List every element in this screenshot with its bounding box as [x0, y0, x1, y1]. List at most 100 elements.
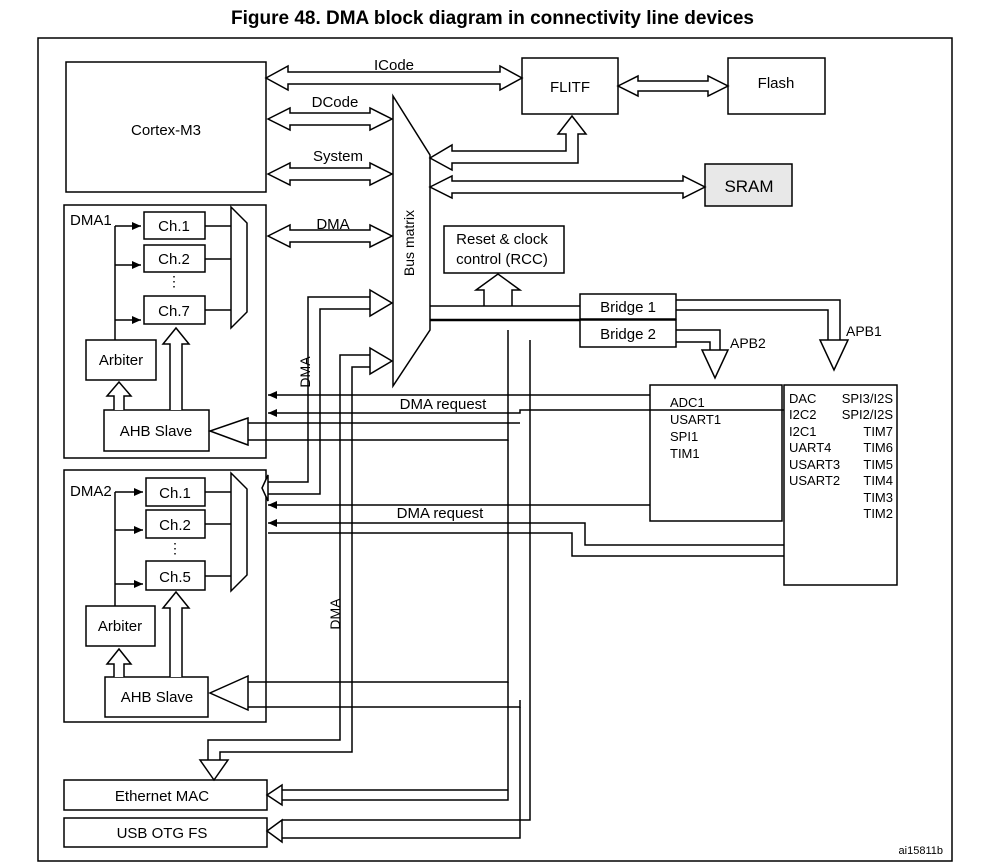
dma2-bus-ribbon-inner [268, 308, 370, 495]
dma2-label: DMA2 [70, 483, 112, 500]
ethernet-dma-ribbon-outer [207, 354, 370, 760]
cortex-m3-label: Cortex-M3 [131, 122, 201, 139]
bus-matrix-label: Bus matrix [401, 210, 417, 276]
icode-bus-arrow [264, 64, 524, 92]
apb1-periph-right-4: TIM5 [863, 457, 893, 472]
dma-request-label-1: DMA request [400, 396, 488, 413]
ethernet-dma-ribbon-inner [219, 366, 370, 760]
system-bus-arrow [266, 161, 394, 187]
apb1-periph-right-0: SPI3/I2S [842, 391, 894, 406]
dcode-bus-arrow [266, 106, 394, 132]
sram-bus-arrow [428, 174, 707, 200]
bus-arrows [264, 64, 730, 306]
apb1-peripherals-block: DAC I2C2 I2C1 UART4 USART3 USART2 SPI3/I… [783, 384, 898, 586]
apb1-label: APB1 [846, 323, 882, 339]
dma2-ahb-slave: AHB Slave [121, 689, 194, 706]
dcode-label: DCode [312, 94, 359, 111]
dma1-bus-arrow [266, 223, 394, 249]
rcc-block: Reset & clock control (RCC) [443, 225, 565, 274]
rcc-label-line1: Reset & clock [456, 231, 548, 248]
dma2-channel-5: Ch.5 [159, 569, 191, 586]
dma1-channel-7: Ch.7 [158, 303, 190, 320]
apb1-periph-left-2: I2C1 [789, 424, 816, 439]
apb1-periph-right-3: TIM6 [863, 440, 893, 455]
apb1-bus-head [818, 339, 850, 372]
ethernet-mac-block: Ethernet MAC [63, 779, 268, 811]
dma2-slave-to-arbiter-arrow [105, 647, 133, 677]
rcc-arrow [473, 273, 523, 306]
dma-request-lines [248, 330, 784, 839]
flash-block: Flash [727, 57, 826, 115]
rcc-label-line2: control (RCC) [456, 251, 548, 268]
dma2-channel-1: Ch.1 [159, 485, 191, 502]
ethernet-dma-head [369, 346, 394, 376]
dma1-ahb-slave-box [103, 409, 210, 452]
dma2-arbiter: Arbiter [98, 618, 142, 635]
dma1-ahb-slave: AHB Slave [120, 423, 193, 440]
bridge2-block: Bridge 2 [579, 319, 677, 348]
bus-matrix: Bus matrix [392, 93, 431, 389]
apb2-peripherals-block: ADC1 USART1 SPI1 TIM1 [649, 384, 783, 522]
dma2-arbiter-box [85, 605, 156, 647]
dma2-channel-2: Ch.2 [159, 517, 191, 534]
dma-ribbons [198, 288, 394, 782]
dma1-channel-1: Ch.1 [158, 218, 190, 235]
apb2-periph-1: USART1 [670, 412, 721, 427]
dma1-block: DMA1 Ch.1 Ch.2 ⋮ Ch.7 Arbiter AHB Slave [63, 204, 267, 459]
dma1-channel-2: Ch.2 [158, 251, 190, 268]
dma2-bus-tail [261, 474, 269, 502]
dma1-slave-to-arbiter-arrow [105, 380, 133, 410]
flash-label: Flash [758, 75, 795, 92]
dma2-bus-ribbon-outer [268, 296, 370, 483]
apb1-periph-left-5: USART2 [789, 473, 840, 488]
dma1-channel-ellipsis: ⋮ [167, 273, 181, 289]
dma2-ahb-slave-box [104, 676, 209, 718]
dma2-block: DMA2 Ch.1 Ch.2 ⋮ Ch.5 Arbiter AHB Slave [63, 469, 267, 723]
apb2-bus-line-1 [676, 329, 721, 350]
flitf-block: FLITF [521, 57, 619, 115]
dma1-label: DMA1 [70, 212, 112, 229]
apb1-periph-left-1: I2C2 [789, 407, 816, 422]
dma2-slave-to-channels-arrow [161, 590, 191, 677]
apb1-periph-right-5: TIM4 [863, 473, 893, 488]
apb2-bus-line-2 [676, 341, 711, 350]
sram-block: SRAM [704, 163, 793, 207]
dma2-channel-ellipsis: ⋮ [168, 540, 182, 556]
apb1-periph-right-1: SPI2/I2S [842, 407, 894, 422]
usb-otg-fs-block: USB OTG FS [63, 817, 268, 848]
figure-id: ai15811b [899, 845, 943, 857]
bridge1-label: Bridge 1 [600, 299, 656, 316]
system-label: System [313, 148, 363, 165]
dma1-arbiter-box [85, 339, 157, 381]
ahb-slave-arrows [207, 416, 283, 844]
bridge2-label: Bridge 2 [600, 326, 656, 343]
apb1-periph-right-2: TIM7 [863, 424, 893, 439]
dma-vertical-label-1: DMA [297, 356, 313, 388]
apb1-periph-left-4: USART3 [789, 457, 840, 472]
sram-label: SRAM [724, 177, 773, 196]
flitf-label: FLITF [550, 79, 590, 96]
apb1-periph-right-6: TIM3 [863, 490, 893, 505]
dma1-arbiter: Arbiter [99, 352, 143, 369]
dma1-mux [230, 205, 248, 330]
ethernet-mac-label: Ethernet MAC [115, 788, 209, 805]
apb1-bus-line-2 [676, 309, 829, 340]
outer-frame [37, 37, 953, 862]
flitf-matrix-arrow [428, 114, 588, 172]
apb1-periph-right-7: TIM2 [863, 506, 893, 521]
dma2-mux [230, 471, 248, 593]
icode-label: ICode [374, 57, 414, 74]
ethernet-dma-tail [198, 759, 230, 782]
dma2-bus-head [369, 288, 394, 318]
apb-buses [430, 299, 850, 380]
dma1-slave-to-channels-arrow [161, 326, 191, 410]
apb1-periph-left-0: DAC [789, 391, 816, 406]
bridge1-block: Bridge 1 [579, 293, 677, 320]
apb1-bus-line-1 [676, 299, 841, 340]
dma2-channel-5-box [145, 560, 206, 591]
dma-vertical-label-2: DMA [327, 598, 343, 630]
apb2-bus-head [700, 349, 730, 380]
usb-otg-fs-label: USB OTG FS [117, 825, 208, 842]
apb2-periph-3: TIM1 [670, 446, 700, 461]
